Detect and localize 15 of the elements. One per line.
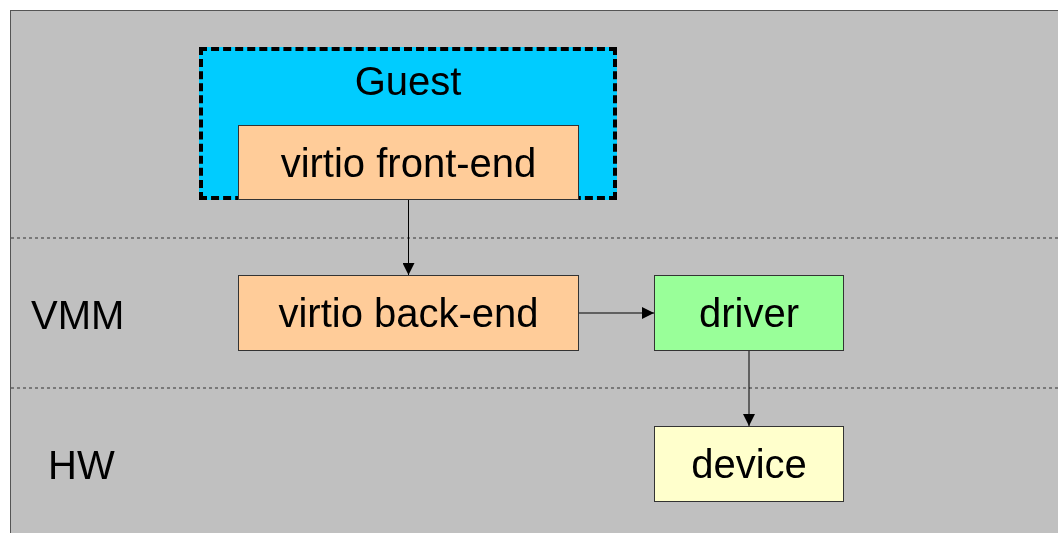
box-label: virtio back-end xyxy=(278,293,539,333)
box-label: device xyxy=(691,444,807,484)
group-box xyxy=(199,47,617,200)
layer-label: VMM xyxy=(31,295,125,335)
box-label: driver xyxy=(699,293,799,333)
group-title: Guest xyxy=(354,61,462,101)
box-label: virtio front-end xyxy=(280,142,537,183)
process-box xyxy=(654,275,844,351)
process-box xyxy=(654,426,844,502)
layer-label: HW xyxy=(48,445,115,485)
process-box xyxy=(238,275,579,351)
arrow xyxy=(743,350,755,427)
process-box xyxy=(238,125,579,200)
arrow xyxy=(402,199,415,276)
arrow xyxy=(578,307,655,319)
